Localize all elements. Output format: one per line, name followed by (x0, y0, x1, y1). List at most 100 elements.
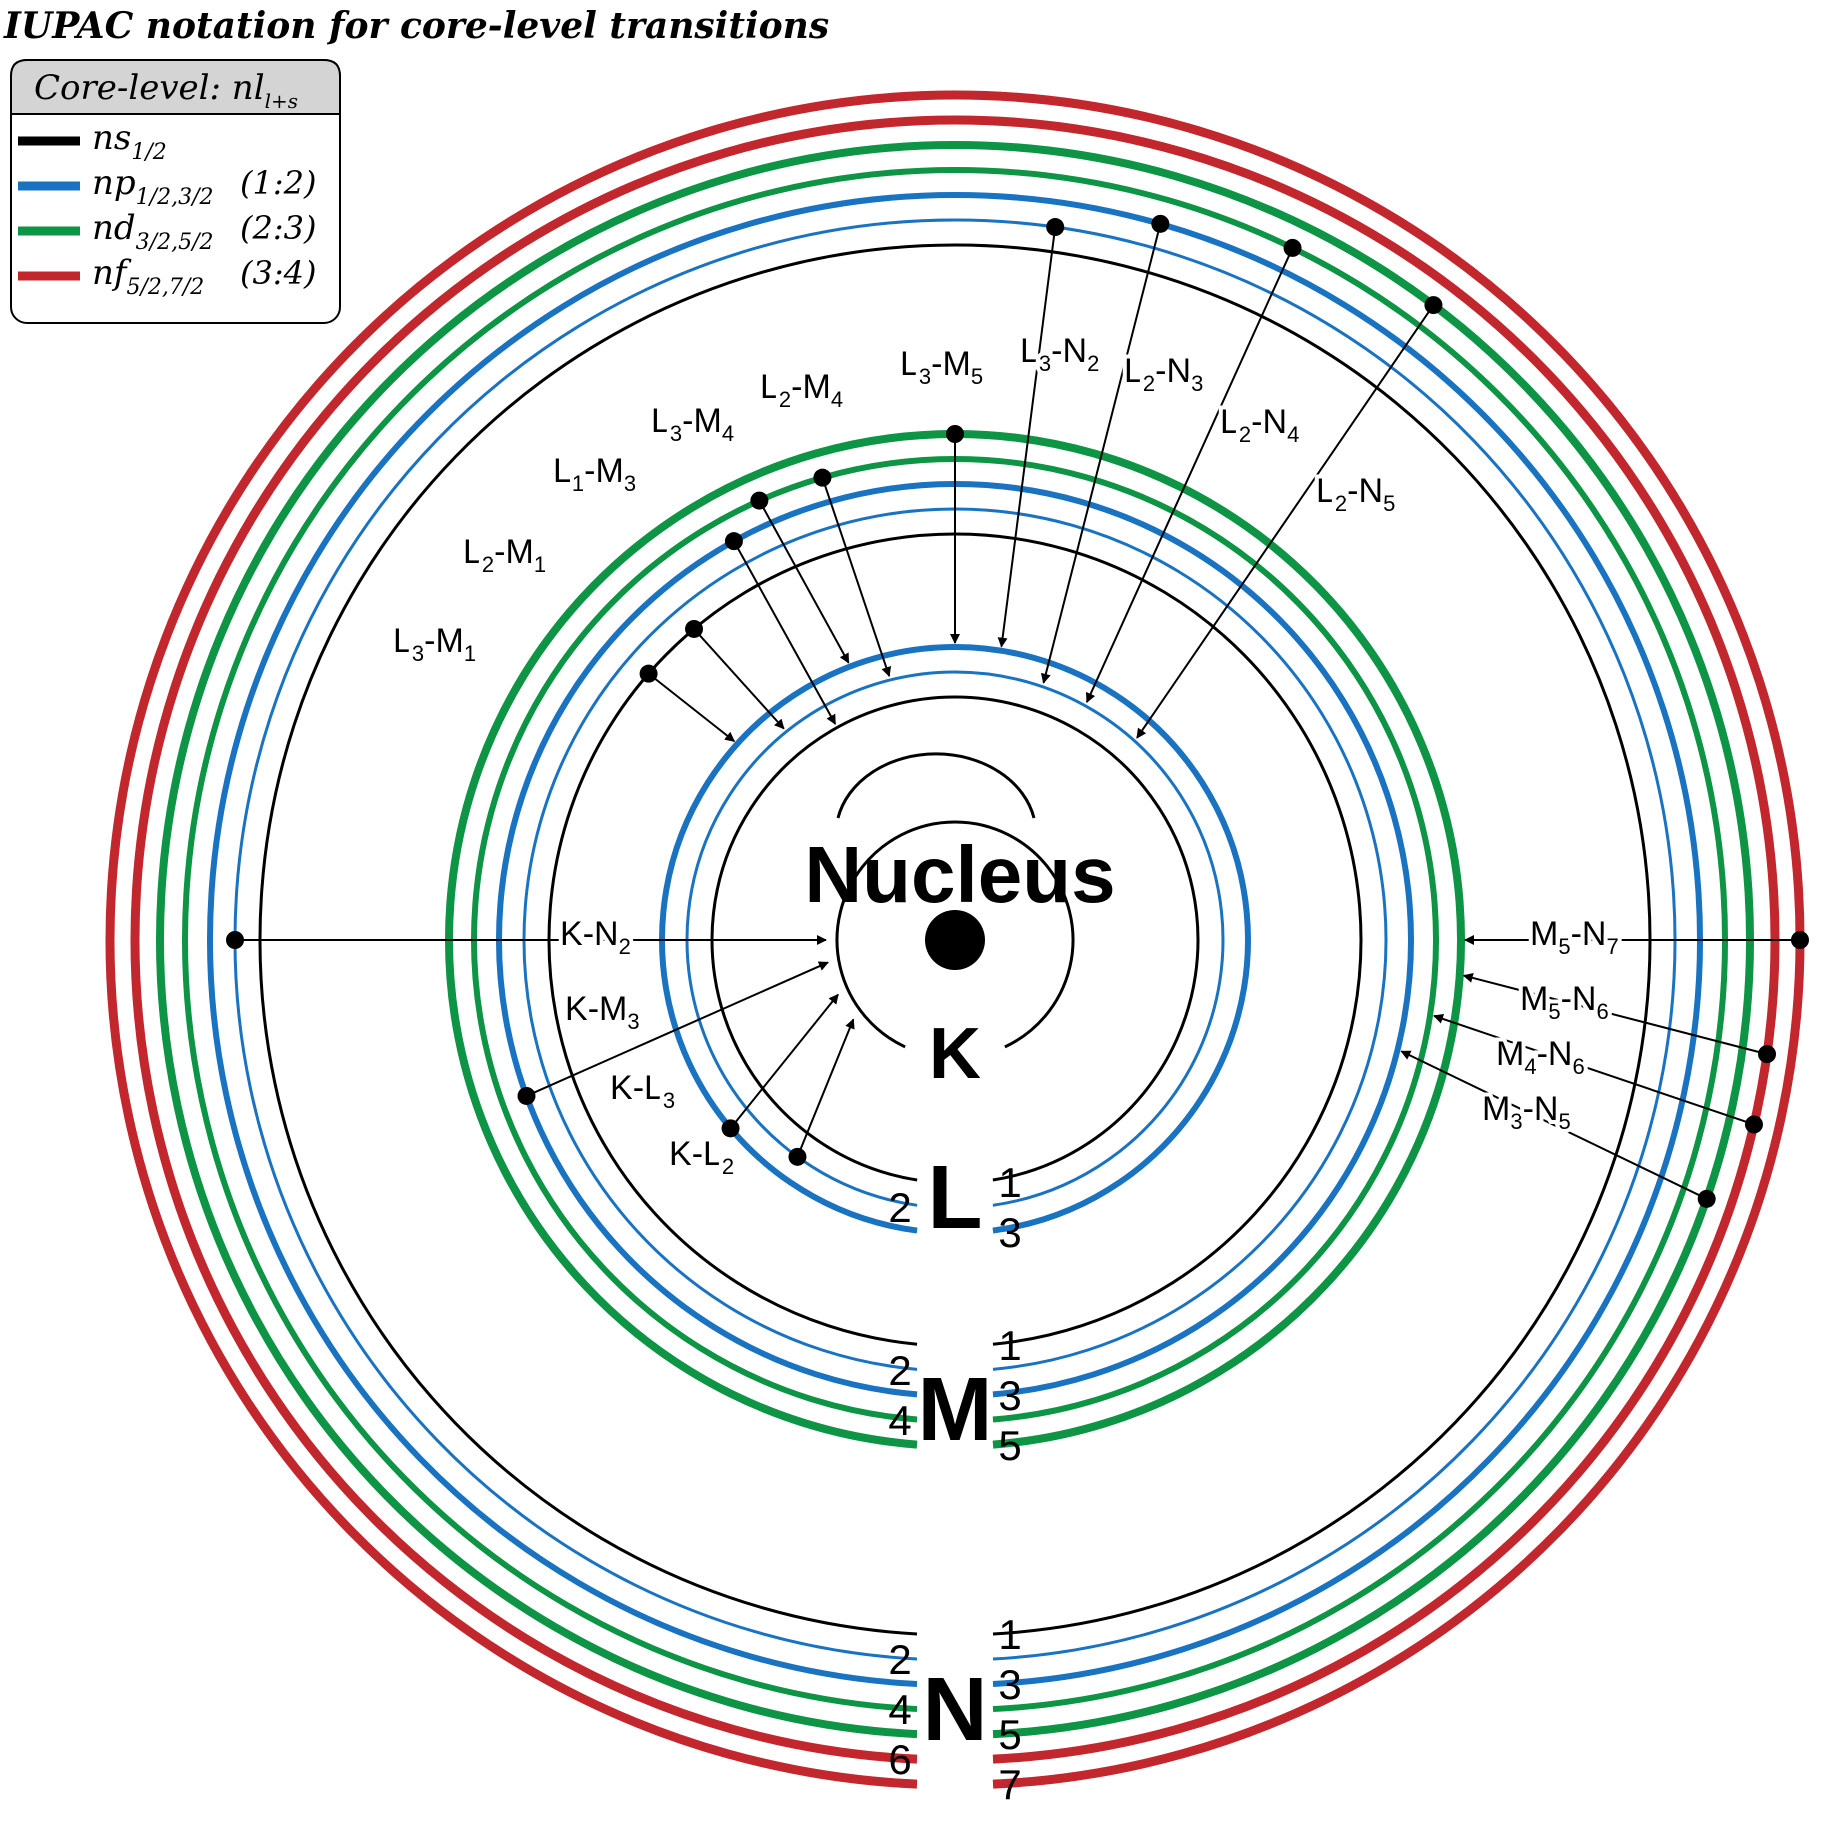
subshell-N6 (130, 115, 1780, 1764)
legend-header-main: Core-level: nl (34, 68, 265, 108)
transition-L3M1: L3-M1 (389, 618, 736, 743)
legend-ratio-f: (3:4) (240, 254, 316, 292)
legend-level-name: np (92, 163, 136, 203)
subshell-number: 2 (888, 1184, 911, 1231)
transition-label: M3-N5 (1482, 1090, 1571, 1134)
subshell-N7 (105, 90, 1805, 1789)
transition-arrow (1085, 247, 1294, 704)
subshell-number: 6 (888, 1736, 911, 1783)
subshell-N3 (207, 191, 1703, 1688)
transition-L3M5: L3-M5 (896, 341, 987, 644)
legend-label-d: nd3/2,5/2 (92, 208, 213, 255)
transition-origin-dot (1791, 931, 1809, 949)
transition-label: L2-M4 (760, 368, 843, 412)
transition-arrow (647, 672, 736, 743)
legend-label-s: ns1/2 (92, 118, 167, 165)
transition-KL2: K-L2 (665, 1018, 855, 1183)
legend-ratio-p: (1:2) (240, 164, 316, 202)
subshell-N4 (182, 166, 1728, 1713)
transition-origin-dot (1758, 1045, 1777, 1064)
legend-level-sub: 5/2,7/2 (126, 275, 204, 300)
legend-header: Core-level: nll+s (34, 68, 298, 113)
transition-L1M3: L1-M3 (549, 448, 837, 725)
transition-origin-dot (813, 468, 832, 487)
transition-origin-dot (788, 1147, 807, 1166)
legend-level-name: nd (92, 208, 136, 248)
legend-level-name: ns (92, 118, 131, 158)
transition-arrow (821, 477, 892, 678)
transition-arrow (796, 1018, 855, 1158)
subshell-number: 2 (888, 1636, 911, 1683)
transition-origin-dot (1283, 238, 1302, 257)
transition-label: L2-M1 (463, 533, 546, 577)
transition-label: K-L3 (610, 1069, 675, 1113)
transition-label: L2-N5 (1316, 472, 1395, 516)
transition-origin-dot (946, 425, 964, 443)
transition-L2N5: L2-N5 (1136, 296, 1443, 739)
legend-level-name: nf (92, 253, 132, 293)
subshell-L1 (710, 695, 1200, 1182)
subshell-number: 1 (998, 1611, 1021, 1658)
subshell-number: 7 (998, 1761, 1021, 1808)
subshell-number: 1 (998, 1159, 1021, 1206)
transition-arrow (1433, 1014, 1755, 1126)
transition-origin-dot (721, 1119, 740, 1138)
transition-M3N5: M3-N5 (1400, 1050, 1716, 1208)
transition-KM3: K-M3 (517, 961, 829, 1105)
shell-L-label: L (928, 1148, 983, 1248)
transition-M5N6: M5-N6 (1462, 972, 1777, 1064)
transition-origin-dot (1151, 214, 1170, 233)
transition-origin-dot (639, 664, 658, 683)
subshell-number: 2 (888, 1347, 911, 1394)
transition-L2N4: L2-N4 (1085, 238, 1303, 704)
transition-M4N6: M4-N6 (1433, 1014, 1763, 1134)
transition-arrow (997, 226, 1057, 648)
transition-label: M5-N7 (1530, 915, 1619, 959)
transition-label: L1-M3 (553, 452, 636, 496)
shells (105, 90, 1805, 1789)
transition-L2M4: L2-M4 (756, 364, 892, 678)
transition-origin-dot (685, 619, 704, 638)
transition-L2N3: L2-N3 (1040, 214, 1207, 684)
transition-label: L3-N2 (1020, 332, 1099, 376)
transition-arrow (729, 993, 839, 1129)
subshell-number: 5 (998, 1711, 1021, 1758)
transition-arrow (1040, 223, 1162, 684)
diagram-title: IUPAC notation for core-level transition… (3, 5, 829, 47)
legend-header-bg (10, 59, 341, 115)
transition-label: K-N2 (560, 915, 631, 959)
legend-header-sub: l+s (265, 89, 298, 113)
transition-arrow (693, 628, 785, 730)
legend-label-p: np1/2,3/2 (92, 163, 213, 210)
transition-label: K-L2 (669, 1135, 734, 1179)
subshell-N2 (233, 218, 1677, 1661)
transition-label: L2-N3 (1124, 352, 1203, 396)
transition-arrow (733, 540, 837, 725)
legend-ratio-d: (2:3) (240, 209, 316, 247)
subshell-number: 4 (888, 1686, 911, 1733)
transition-arrow (1462, 972, 1768, 1056)
legend-level-sub: 1/2 (131, 140, 166, 165)
transition-origin-dot (517, 1086, 536, 1105)
legend-label-f: nf5/2,7/2 (92, 253, 204, 300)
transition-L3N2: L3-N2 (997, 218, 1103, 648)
transition-label: K-M3 (565, 990, 640, 1034)
subshell-number: 3 (998, 1209, 1021, 1256)
transition-L3M4: L3-M4 (647, 398, 850, 664)
transition-origin-dot (1697, 1189, 1716, 1208)
nucleus-arc (836, 752, 1036, 819)
transition-arrow (526, 961, 829, 1097)
transition-arrow (1400, 1050, 1708, 1200)
transition-origin-dot (1744, 1115, 1763, 1134)
nucleus-label: Nucleus (804, 830, 1115, 919)
transition-origin-dot (750, 491, 769, 510)
subshell-number: 5 (998, 1422, 1021, 1469)
transition-origin-dot (1424, 296, 1443, 315)
subshell-number: 1 (998, 1322, 1021, 1369)
subshell-number: 3 (998, 1372, 1021, 1419)
subshell-number: 4 (888, 1397, 911, 1444)
